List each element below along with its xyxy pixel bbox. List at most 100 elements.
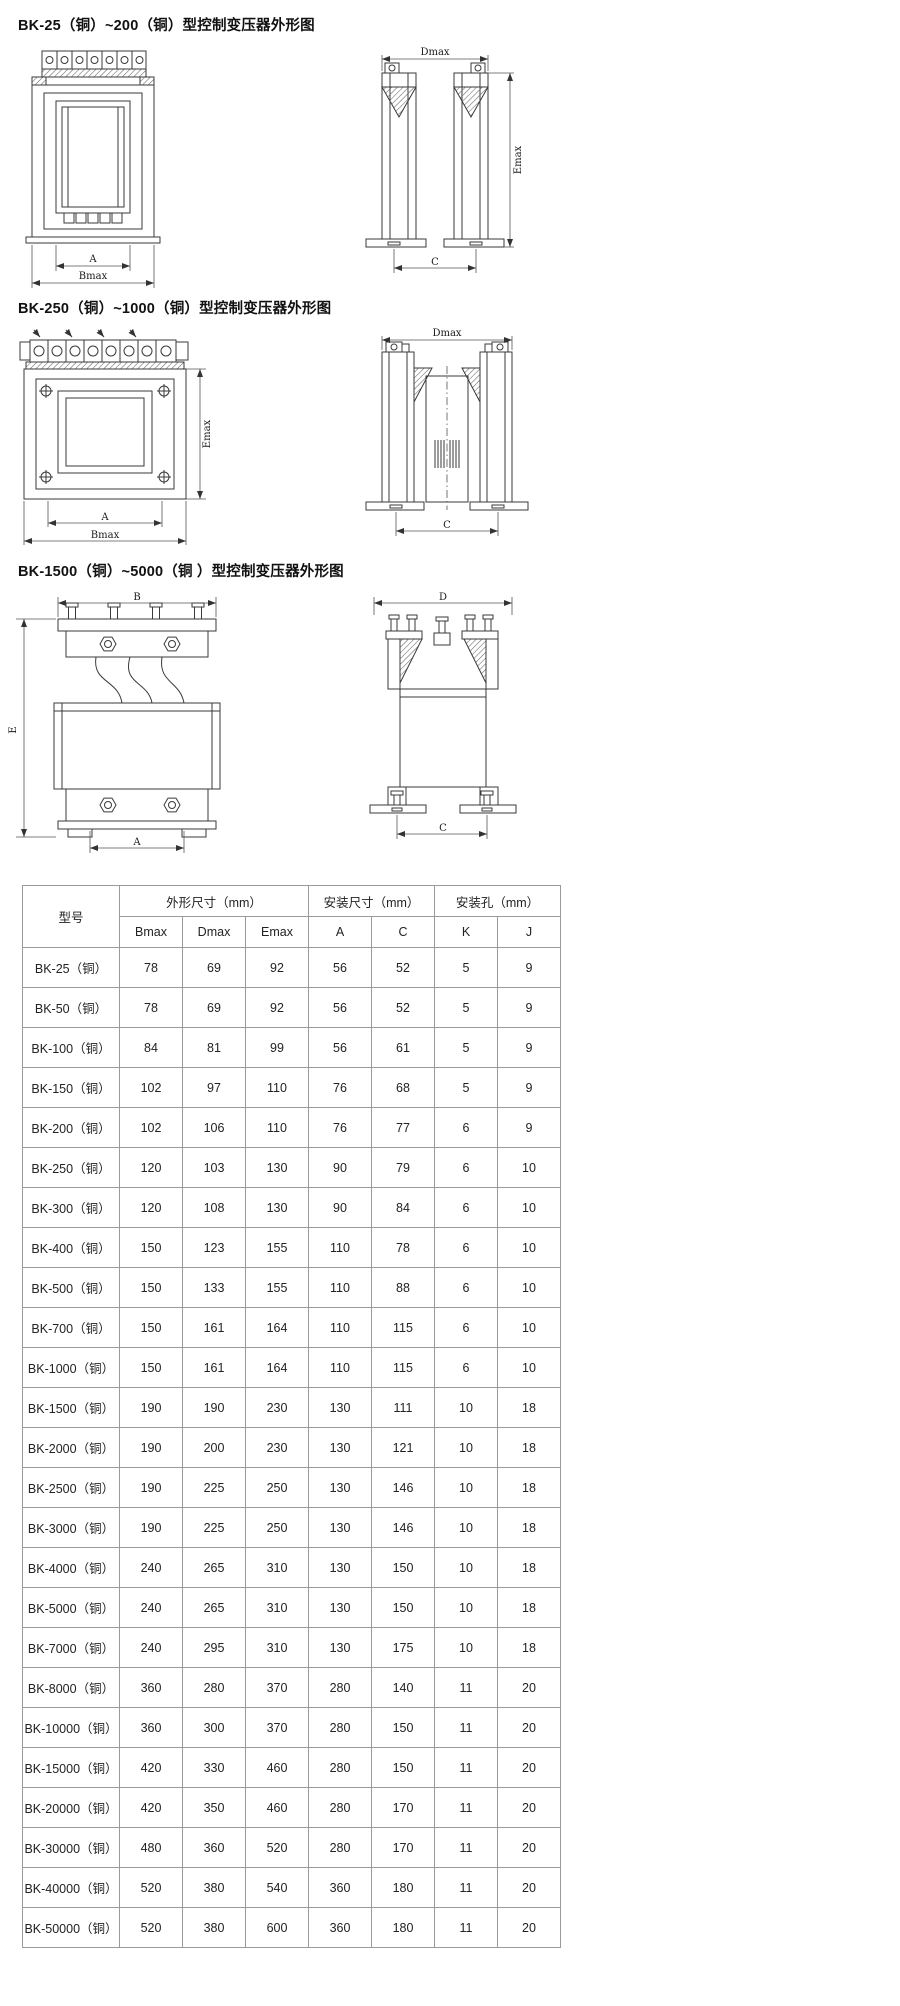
dim-label-bmax: Bmax bbox=[91, 530, 120, 541]
dim-label-d: D bbox=[439, 592, 447, 603]
dimension-cell: 56 bbox=[308, 1027, 372, 1068]
model-cell: BK-50（铜） bbox=[22, 987, 120, 1028]
dimension-cell: 52 bbox=[371, 947, 435, 988]
dimension-cell: 6 bbox=[434, 1307, 498, 1348]
dimension-cell: 102 bbox=[119, 1107, 183, 1148]
bk25-front-view-drawing: A Bmax bbox=[25, 50, 161, 288]
dimension-cell: 110 bbox=[245, 1107, 309, 1148]
dimension-cell: 10 bbox=[497, 1147, 561, 1188]
transformer-body bbox=[25, 84, 161, 244]
dim-label-b: B bbox=[133, 592, 140, 603]
dimension-cell: 102 bbox=[119, 1067, 183, 1108]
col-header-c: C bbox=[371, 916, 435, 948]
dimension-cell: 20 bbox=[497, 1907, 561, 1948]
transformer-body bbox=[23, 368, 187, 500]
dim-c bbox=[396, 815, 488, 839]
terminal-assembly bbox=[57, 602, 217, 658]
dimension-cell: 225 bbox=[182, 1507, 246, 1548]
dimension-cell: 200 bbox=[182, 1427, 246, 1468]
terminal-strip bbox=[19, 339, 189, 370]
dimension-cell: 180 bbox=[371, 1907, 435, 1948]
dimension-cell: 120 bbox=[119, 1147, 183, 1188]
dimension-cell: 10 bbox=[434, 1427, 498, 1468]
dimension-cell: 130 bbox=[308, 1387, 372, 1428]
dim-label-c: C bbox=[431, 257, 439, 268]
dimension-cell: 10 bbox=[434, 1587, 498, 1628]
dimension-cell: 111 bbox=[371, 1387, 435, 1428]
model-cell: BK-3000（铜） bbox=[22, 1507, 120, 1548]
dim-c bbox=[393, 249, 477, 273]
dim-label-a: A bbox=[132, 837, 141, 848]
dimension-cell: 250 bbox=[245, 1467, 309, 1508]
dimension-cell: 92 bbox=[245, 947, 309, 988]
dimension-cell: 10 bbox=[497, 1347, 561, 1388]
model-cell: BK-4000（铜） bbox=[22, 1547, 120, 1588]
dimension-cell: 240 bbox=[119, 1547, 183, 1588]
dimension-cell: 380 bbox=[182, 1867, 246, 1908]
dimension-cell: 10 bbox=[497, 1187, 561, 1228]
dimension-cell: 78 bbox=[371, 1227, 435, 1268]
model-cell: BK-1500（铜） bbox=[22, 1387, 120, 1428]
dimension-cell: 170 bbox=[371, 1827, 435, 1868]
dimension-cell: 240 bbox=[119, 1587, 183, 1628]
dimension-cell: 310 bbox=[245, 1547, 309, 1588]
dimension-cell: 18 bbox=[497, 1547, 561, 1588]
dimension-cell: 11 bbox=[434, 1907, 498, 1948]
col-group-outline: 外形尺寸（mm） bbox=[119, 885, 309, 917]
col-header-bmax: Bmax bbox=[119, 916, 183, 948]
dimension-cell: 9 bbox=[497, 947, 561, 988]
dimension-cell: 10 bbox=[497, 1307, 561, 1348]
drawings-bk25-200: A Bmax Dmax bbox=[0, 45, 900, 297]
dimension-cell: 370 bbox=[245, 1667, 309, 1708]
dimension-cell: 140 bbox=[371, 1667, 435, 1708]
dimension-cell: 230 bbox=[245, 1427, 309, 1468]
dimension-cell: 110 bbox=[308, 1307, 372, 1348]
dimension-cell: 6 bbox=[434, 1107, 498, 1148]
dimension-cell: 155 bbox=[245, 1227, 309, 1268]
dim-label-bmax: Bmax bbox=[79, 271, 108, 282]
dimension-lines bbox=[31, 245, 155, 288]
dim-emax bbox=[186, 368, 206, 500]
dimension-cell: 133 bbox=[182, 1267, 246, 1308]
model-cell: BK-7000（铜） bbox=[22, 1627, 120, 1668]
model-cell: BK-10000（铜） bbox=[22, 1707, 120, 1748]
dimension-cell: 115 bbox=[371, 1307, 435, 1348]
dimension-cell: 370 bbox=[245, 1707, 309, 1748]
dimension-cell: 130 bbox=[245, 1147, 309, 1188]
core-legs bbox=[365, 341, 529, 511]
dim-dmax bbox=[381, 336, 513, 350]
dimension-cell: 103 bbox=[182, 1147, 246, 1188]
core-legs bbox=[365, 62, 505, 248]
dimension-cell: 265 bbox=[182, 1587, 246, 1628]
dim-label-emax: Emax bbox=[202, 419, 213, 448]
dimension-cell: 310 bbox=[245, 1587, 309, 1628]
model-cell: BK-50000（铜） bbox=[22, 1907, 120, 1948]
dimension-cell: 6 bbox=[434, 1227, 498, 1268]
dimension-cell: 161 bbox=[182, 1307, 246, 1348]
dimension-cell: 480 bbox=[119, 1827, 183, 1868]
dimension-cell: 520 bbox=[245, 1827, 309, 1868]
dimension-cell: 190 bbox=[119, 1427, 183, 1468]
col-header-dmax: Dmax bbox=[182, 916, 246, 948]
dimension-cell: 99 bbox=[245, 1027, 309, 1068]
dimension-cell: 121 bbox=[371, 1427, 435, 1468]
dimension-table: 型号 外形尺寸（mm） 安装尺寸（mm） 安装孔（mm） Bmax Dmax E… bbox=[22, 885, 561, 1948]
dimension-cell: 88 bbox=[371, 1267, 435, 1308]
section-title-bk250-1000: BK-250（铜）~1000（铜）型控制变压器外形图 bbox=[18, 301, 332, 317]
clamp-frame bbox=[387, 638, 499, 690]
dimension-cell: 180 bbox=[371, 1867, 435, 1908]
